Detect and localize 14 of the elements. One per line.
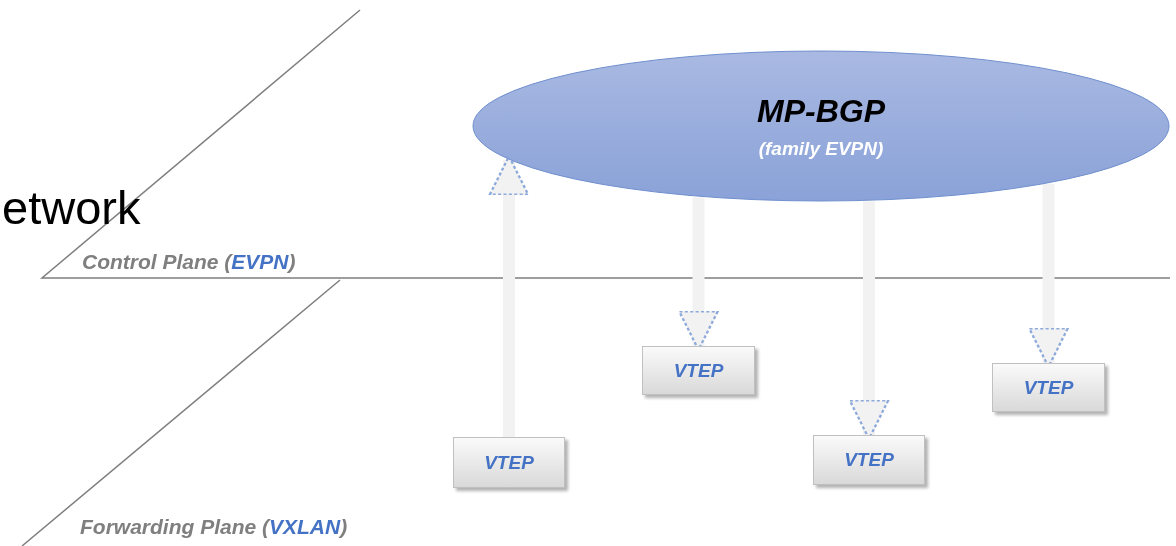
- node-title: VTEP: [673, 359, 724, 382]
- node-subtitle: (family EVPN): [758, 137, 884, 160]
- process-box: [813, 435, 925, 485]
- node-title: MP-BGP: [757, 92, 885, 130]
- node-title: VTEP: [1023, 376, 1074, 399]
- process-box: [453, 437, 565, 488]
- node-title: VTEP: [484, 451, 534, 474]
- process-box: [642, 346, 755, 395]
- plane-label: Forwarding Plane (VXLAN): [80, 515, 348, 539]
- ellipse-node: [472, 50, 1170, 202]
- heading-fragment: etwork: [2, 180, 141, 235]
- node-title: VTEP: [844, 449, 894, 471]
- plane-label: Control Plane (EVPN): [82, 250, 296, 274]
- process-box: [992, 363, 1105, 412]
